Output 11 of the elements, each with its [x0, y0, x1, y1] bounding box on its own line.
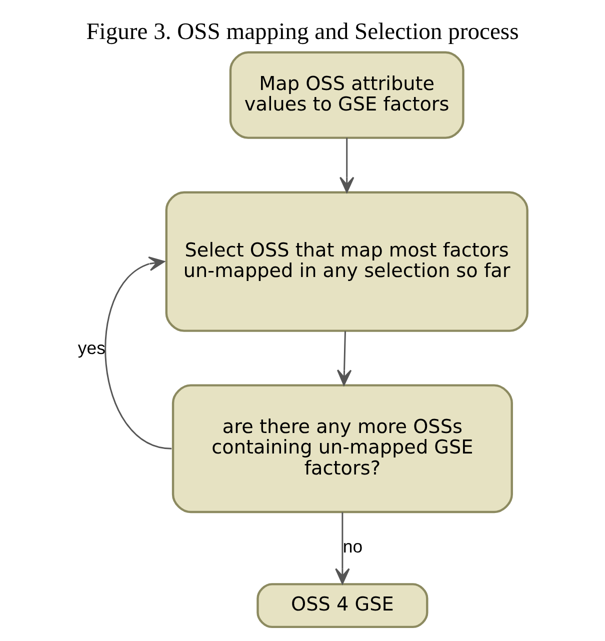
- arrow: [335, 512, 350, 584]
- node-box: Select OSS that map most factors un-mapped in any selection so far: [165, 191, 528, 332]
- arrow: [336, 331, 352, 386]
- edge-label: yes: [78, 338, 106, 358]
- arrow: [340, 138, 354, 193]
- diagram-title: Figure 3. OSS mapping and Selection process: [86, 18, 519, 45]
- node-box: Map OSS attribute values to GSE factors: [229, 51, 464, 139]
- edge-label: no: [342, 536, 363, 557]
- node-box: are there any more OSSs containing un-mapped GSE factors?: [172, 384, 513, 514]
- arrow: [104, 256, 172, 450]
- node-box: OSS 4 GSE: [256, 583, 428, 628]
